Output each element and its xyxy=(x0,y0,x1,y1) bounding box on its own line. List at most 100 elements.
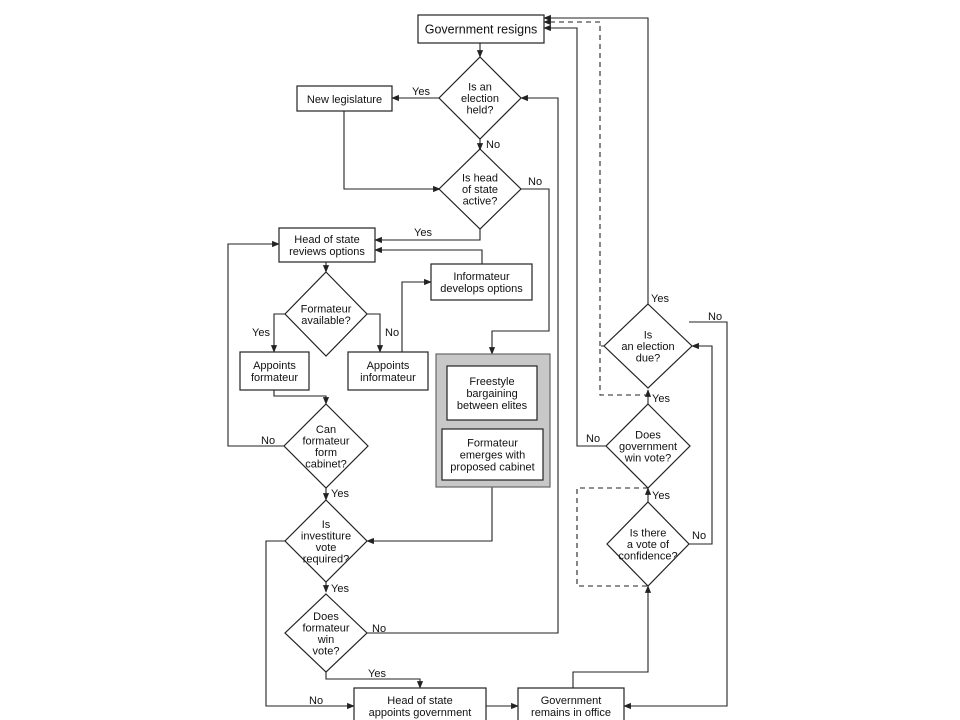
appoints-to-informateur xyxy=(401,278,432,352)
remains-to-confidence xyxy=(572,585,652,688)
formateur_available-line-1: Formateur xyxy=(301,303,352,315)
formateur_win-line-4: vote? xyxy=(313,645,340,657)
informateur_develops-line-1: Informateur xyxy=(453,271,510,283)
confidence-line-2: a vote of xyxy=(627,539,670,551)
formateur_win-line-1: Does xyxy=(313,611,339,623)
formateur_emerges-line-2: emerges with xyxy=(460,450,525,462)
head_active-line-3: active? xyxy=(463,196,498,208)
label-investiture-yes: Yes xyxy=(331,583,349,595)
head-active-no xyxy=(488,188,550,355)
election_due-line-1: Is xyxy=(644,330,653,342)
can_form-line-3: form xyxy=(315,447,337,459)
investiture_required-line-2: investiture xyxy=(301,530,351,542)
dashed-election-due xyxy=(599,345,648,396)
election-due-no xyxy=(623,321,728,710)
formateur_win-line-2: formateur xyxy=(302,622,349,634)
gov-win-no xyxy=(543,24,606,447)
investiture-no xyxy=(265,540,355,710)
dashed-to-resigns xyxy=(543,18,601,346)
label-election-due-no: No xyxy=(708,311,722,323)
connectors xyxy=(227,14,728,710)
appoints_informateur-line-1: Appoints xyxy=(367,360,410,372)
gov_win-line-3: win vote? xyxy=(624,453,671,465)
label-gov-win-yes: Yes xyxy=(652,393,670,405)
formateur_available-line-2: available? xyxy=(301,315,351,327)
confidence-line-1: Is there xyxy=(630,528,667,540)
formateur-win-no xyxy=(367,94,559,634)
gov_win-line-2: government xyxy=(619,441,677,453)
investiture_required-line-1: Is xyxy=(322,519,331,531)
election_due-line-2: an election xyxy=(621,341,674,353)
head_active-line-2: of state xyxy=(462,184,498,196)
head_appoints-line-2: appoints government xyxy=(369,707,472,719)
appoints_informateur-line-2: informateur xyxy=(360,372,416,384)
formateur_emerges-line-3: proposed cabinet xyxy=(450,462,534,474)
label-can-form-yes: Yes xyxy=(331,488,349,500)
head_appoints-line-1: Head of state xyxy=(387,695,452,707)
group-to-investiture xyxy=(366,487,493,545)
can-form-no xyxy=(227,240,286,447)
legislature-to-head-active xyxy=(343,111,441,193)
new-legislature-box: New legislature xyxy=(296,85,393,112)
head_reviews-line-1: Head of state xyxy=(294,234,359,246)
head_reviews-line-2: reviews options xyxy=(289,246,365,258)
election_held-line-1: Is an xyxy=(468,82,492,94)
confidence-line-3: confidence? xyxy=(618,551,677,563)
formateur-to-can-form xyxy=(273,390,330,405)
gov-resigns-box: Government resigns xyxy=(417,14,545,44)
investiture_required-line-4: required? xyxy=(303,553,349,565)
freestyle-line-3: between elites xyxy=(457,400,528,412)
gov-resigns-text: Government resigns xyxy=(425,23,538,37)
appoints_formateur-line-1: Appoints xyxy=(253,360,296,372)
label-election-due-yes: Yes xyxy=(651,293,669,305)
gov_remains-line-1: Government xyxy=(541,695,602,707)
label-head-active-no: No xyxy=(528,176,542,188)
election_held-line-3: held? xyxy=(467,105,494,117)
election_due-line-3: due? xyxy=(636,353,660,365)
election-due-yes xyxy=(543,14,649,306)
can_form-line-4: cabinet? xyxy=(305,458,347,470)
can_form-line-1: Can xyxy=(316,424,336,436)
formateur-win-yes xyxy=(325,672,424,689)
label-confidence-no: No xyxy=(692,530,706,542)
label-gov-win-no: No xyxy=(586,433,600,445)
head-active-yes xyxy=(374,229,481,244)
gov_win-line-1: Does xyxy=(635,430,661,442)
appoints_formateur-line-2: formateur xyxy=(251,372,298,384)
label-head-active-yes: Yes xyxy=(414,227,432,239)
informateur-to-reviews xyxy=(374,246,483,264)
formateur_win-line-3: win xyxy=(317,634,335,646)
can_form-line-2: formateur xyxy=(302,435,349,447)
freestyle-line-1: Freestyle xyxy=(469,376,514,388)
label-can-form-no: No xyxy=(261,435,275,447)
freestyle-line-2: bargaining xyxy=(466,388,517,400)
available-no xyxy=(367,313,384,353)
informateur_develops-line-2: develops options xyxy=(440,283,523,295)
election_held-line-2: election xyxy=(461,93,499,105)
new-legislature-text: New legislature xyxy=(307,94,382,106)
label-formateur-win-no: No xyxy=(372,623,386,635)
label-formateur-win-yes: Yes xyxy=(368,668,386,680)
label-election-yes: Yes xyxy=(412,86,430,98)
head_active-line-1: Is head xyxy=(462,173,498,185)
investiture_required-line-3: vote xyxy=(316,542,337,554)
label-investiture-no: No xyxy=(309,695,323,707)
